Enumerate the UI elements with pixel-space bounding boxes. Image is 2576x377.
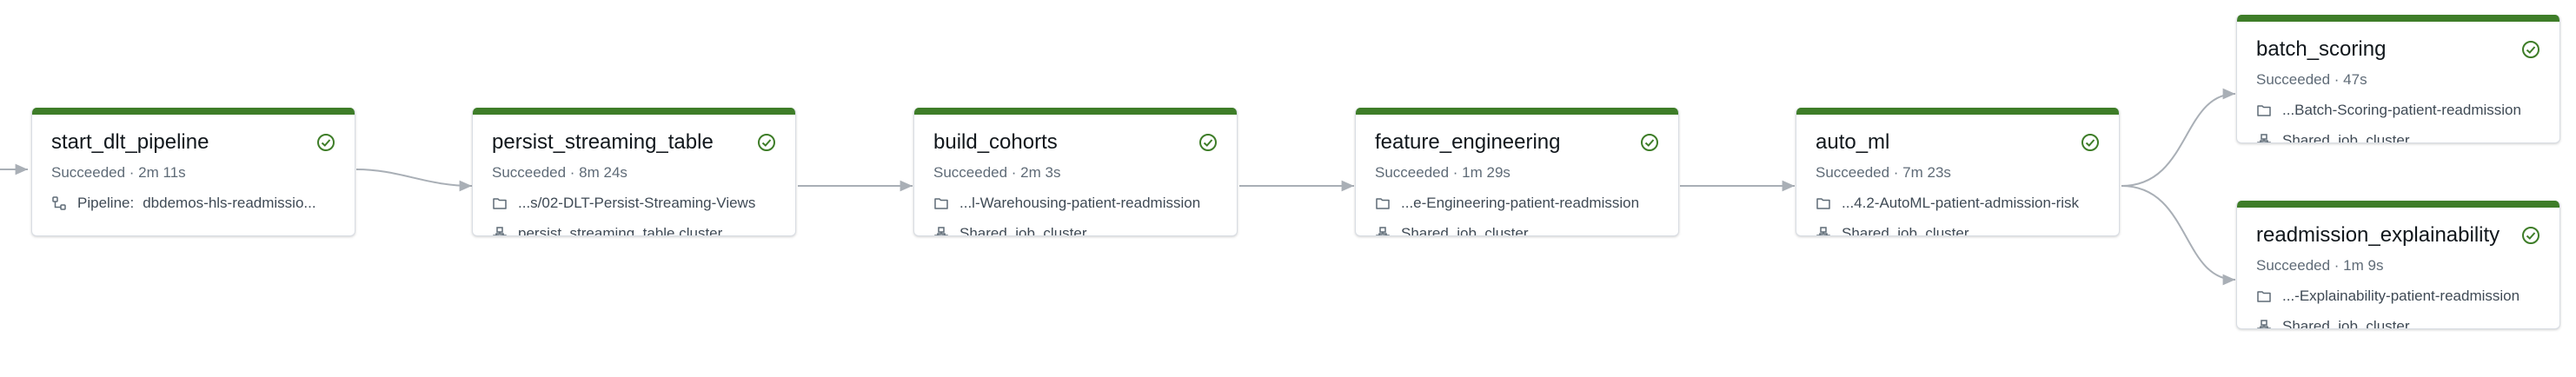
cluster-name[interactable]: Shared_job_cluster [1842, 225, 1969, 236]
notebook-path[interactable]: ...-Explainability-patient-readmission [2282, 288, 2520, 304]
task-node-readmission-explainability[interactable]: readmission_explainability Succeeded · 1… [2236, 201, 2560, 329]
notebook-path-row[interactable]: ...l-Warehousing-patient-readmission [933, 195, 1200, 212]
edge-start-persist [355, 169, 473, 192]
task-node-build-cohorts[interactable]: build_cohorts Succeeded · 2m 3s ...l-War… [913, 108, 1238, 236]
check-circle-icon [317, 134, 335, 151]
cluster-icon [1816, 227, 1830, 235]
task-status: Succeeded · 2m 11s [51, 164, 186, 181]
cluster-icon [2257, 320, 2271, 328]
cluster-name[interactable]: Shared_job_cluster [2282, 318, 2410, 329]
task-title: batch_scoring [2256, 37, 2387, 61]
pipeline-icon [52, 196, 66, 210]
folder-icon [1816, 198, 1830, 209]
task-title: feature_engineering [1375, 130, 1561, 154]
pipeline-row[interactable]: Pipeline: dbdemos-hls-readmissio... [51, 195, 316, 212]
task-title: start_dlt_pipeline [51, 130, 209, 154]
notebook-path[interactable]: ...s/02-DLT-Persist-Streaming-Views [518, 195, 756, 211]
task-title: build_cohorts [933, 130, 1058, 154]
edge-automl-batch [2121, 88, 2236, 187]
task-status: Succeeded · 1m 29s [1375, 164, 1510, 181]
cluster-name[interactable]: Shared_job_cluster [1401, 225, 1529, 236]
check-circle-icon [1641, 134, 1658, 151]
cluster-name[interactable]: Shared_job_cluster [959, 225, 1087, 236]
task-node-auto-ml[interactable]: auto_ml Succeeded · 7m 23s ...4.2-AutoML… [1796, 108, 2120, 236]
folder-icon [934, 198, 948, 209]
folder-icon [493, 198, 507, 209]
cluster-name[interactable]: Shared_job_cluster [2282, 132, 2410, 143]
task-status: Succeeded · 8m 24s [492, 164, 627, 181]
cluster-row[interactable]: Shared_job_cluster [2256, 132, 2410, 143]
status-bar [473, 108, 795, 115]
task-title: persist_streaming_table [492, 130, 714, 154]
status-bar [1796, 108, 2119, 115]
task-status: Succeeded · 47s [2256, 71, 2367, 88]
task-status: Succeeded · 2m 3s [933, 164, 1061, 181]
status-bar [2237, 201, 2559, 208]
cluster-icon [493, 227, 507, 235]
cluster-icon [1376, 227, 1390, 235]
status-bar [914, 108, 1237, 115]
notebook-path-row[interactable]: ...-Explainability-patient-readmission [2256, 288, 2520, 305]
cluster-row[interactable]: Shared_job_cluster [2256, 318, 2410, 329]
pipeline-name[interactable]: dbdemos-hls-readmissio... [143, 195, 316, 211]
cluster-icon [2257, 134, 2271, 142]
task-node-feature-engineering[interactable]: feature_engineering Succeeded · 1m 29s .… [1355, 108, 1679, 236]
task-node-persist-streaming-table[interactable]: persist_streaming_table Succeeded · 8m 2… [472, 108, 796, 236]
notebook-path-row[interactable]: ...Batch-Scoring-patient-readmission [2256, 102, 2521, 119]
cluster-name[interactable]: persist_streaming_table cluster [518, 225, 723, 236]
cluster-row[interactable]: Shared_job_cluster [1816, 225, 1969, 236]
status-bar [32, 108, 355, 115]
notebook-path[interactable]: ...Batch-Scoring-patient-readmission [2282, 102, 2521, 118]
notebook-path[interactable]: ...4.2-AutoML-patient-admission-risk [1842, 195, 2080, 211]
notebook-path[interactable]: ...l-Warehousing-patient-readmission [959, 195, 1201, 211]
pipeline-label: Pipeline: [77, 195, 135, 211]
check-circle-icon [1199, 134, 1217, 151]
task-node-start-dlt-pipeline[interactable]: start_dlt_pipeline Succeeded · 2m 11s Pi… [31, 108, 355, 236]
folder-icon [2257, 291, 2271, 302]
cluster-row[interactable]: Shared_job_cluster [933, 225, 1087, 236]
cluster-row[interactable]: Shared_job_cluster [1375, 225, 1529, 236]
notebook-path-row[interactable]: ...4.2-AutoML-patient-admission-risk [1816, 195, 2079, 212]
task-title: readmission_explainability [2256, 223, 2500, 247]
notebook-path-row[interactable]: ...e-Engineering-patient-readmission [1375, 195, 1639, 212]
notebook-path[interactable]: ...e-Engineering-patient-readmission [1401, 195, 1640, 211]
task-status: Succeeded · 1m 9s [2256, 257, 2384, 274]
task-status: Succeeded · 7m 23s [1816, 164, 1951, 181]
check-circle-icon [758, 134, 775, 151]
task-node-batch-scoring[interactable]: batch_scoring Succeeded · 47s ...Batch-S… [2236, 15, 2560, 143]
check-circle-icon [2522, 41, 2539, 58]
task-title: auto_ml [1816, 130, 1890, 154]
folder-icon [2257, 105, 2271, 116]
status-bar [2237, 15, 2559, 22]
cluster-row[interactable]: persist_streaming_table cluster [492, 225, 723, 236]
notebook-path-row[interactable]: ...s/02-DLT-Persist-Streaming-Views [492, 195, 755, 212]
edge-automl-explain [2121, 185, 2236, 286]
check-circle-icon [2081, 134, 2099, 151]
folder-icon [1376, 198, 1390, 209]
status-bar [1356, 108, 1678, 115]
check-circle-icon [2522, 227, 2539, 244]
cluster-icon [934, 227, 948, 235]
